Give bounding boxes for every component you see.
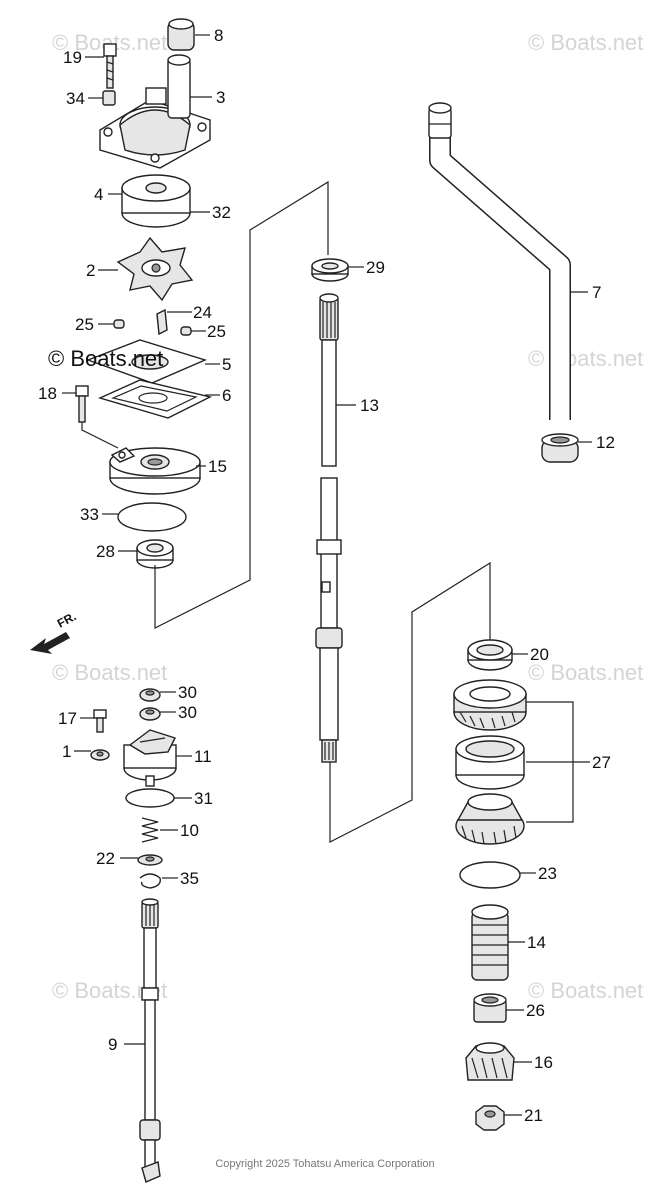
callout-28[interactable]: 28 [96,542,115,561]
part-27-bearing-race[interactable] [455,735,525,790]
part-16-pinion-gear[interactable] [465,1042,515,1081]
driveshaft-parts: 29 13 [311,258,385,763]
callout-33[interactable]: 33 [80,505,99,524]
callout-32[interactable]: 32 [212,203,231,222]
callout-25-left[interactable]: 25 [75,315,94,334]
part-26-needle-bearing[interactable] [473,993,507,1023]
watermark-text: © Boats.net [52,660,167,685]
part-31-o-ring[interactable] [125,788,175,808]
callout-11[interactable]: 11 [194,747,212,766]
callout-9[interactable]: 9 [108,1035,117,1054]
callout-5[interactable]: 5 [222,355,231,374]
callout-13[interactable]: 13 [360,396,379,415]
watermark-text: © Boats.net [528,660,643,685]
assembly-guide-upper [154,180,329,629]
part-1-washer[interactable] [90,749,110,761]
callout-19[interactable]: 19 [63,48,82,67]
part-12-grommet[interactable] [541,433,579,463]
part-10-spring[interactable] [141,817,159,843]
part-33-o-ring[interactable] [117,502,187,532]
part-5-wear-plate[interactable] [85,339,208,384]
callout-27-bracket [526,701,574,823]
callout-24[interactable]: 24 [193,303,212,322]
part-3-pump-case[interactable] [99,54,211,169]
callout-27[interactable]: 27 [592,753,611,772]
callout-25-right[interactable]: 25 [207,322,226,341]
part-34-collar[interactable] [102,90,116,106]
part-19-bolt[interactable] [103,43,117,89]
part-15-pump-housing[interactable] [109,447,201,495]
callout-35[interactable]: 35 [180,869,199,888]
part-20-bearing[interactable] [467,639,513,671]
part-27-upper-gear[interactable] [453,679,527,731]
part-11-shift-housing[interactable] [123,729,177,787]
callout-21[interactable]: 21 [524,1106,543,1125]
part-18-bolt[interactable] [75,385,89,423]
watermark-text: © Boats.net [528,30,643,55]
callout-23[interactable]: 23 [538,864,557,883]
part-30-nut-upper[interactable] [139,688,161,702]
callout-16[interactable]: 16 [534,1053,553,1072]
part-17-screw[interactable] [93,709,107,733]
callout-1[interactable]: 1 [62,742,71,761]
part-9-shift-rod[interactable] [139,898,161,1183]
part-29-oil-seal[interactable] [311,258,349,282]
watermark-text: © Boats.net [528,978,643,1003]
part-25-pin-left[interactable] [113,319,125,329]
watermark-main: © Boats.net [48,346,163,371]
callout-14[interactable]: 14 [527,933,546,952]
watermark-text: © Boats.net [528,346,643,371]
part-23-shim[interactable] [459,861,521,889]
part-14-sleeve[interactable] [471,904,509,981]
assembly-guide-lower [329,561,491,843]
callout-17[interactable]: 17 [58,709,77,728]
callout-8[interactable]: 8 [214,26,223,45]
part-13-drive-shaft[interactable] [315,293,343,763]
callout-22[interactable]: 22 [96,849,115,868]
front-label: FR. [55,609,79,630]
part-24-key[interactable] [156,308,168,336]
shift-rod-parts: 30 30 17 1 11 [58,683,213,1183]
callout-29[interactable]: 29 [366,258,385,277]
part-30-nut-lower[interactable] [139,707,161,721]
gear-parts: 20 27 23 [453,639,611,1131]
callout-30-lower[interactable]: 30 [178,703,197,722]
callout-3[interactable]: 3 [216,88,225,107]
callout-6[interactable]: 6 [222,386,231,405]
callout-20[interactable]: 20 [530,645,549,664]
callout-12[interactable]: 12 [596,433,615,452]
callout-10[interactable]: 10 [180,821,199,840]
front-arrow: FR. [30,609,78,654]
copyright-text: Copyright 2025 Tohatsu America Corporati… [215,1158,434,1170]
water-tube-parts: 7 12 [428,102,615,463]
callout-2[interactable]: 2 [86,261,95,280]
part-6-gasket[interactable] [97,379,213,419]
callout-26[interactable]: 26 [526,1001,545,1020]
callout-34[interactable]: 34 [66,89,85,108]
pump-parts: 8 19 34 3 [38,18,231,569]
part-21-nut[interactable] [475,1105,505,1131]
part-4-impeller-liner[interactable] [121,174,191,228]
part-35-clip[interactable] [139,873,161,889]
part-27-lower-gear[interactable] [455,793,525,845]
part-7-water-tube[interactable] [428,102,571,420]
callout-4[interactable]: 4 [94,185,103,204]
callout-30-upper[interactable]: 30 [178,683,197,702]
part-25-pin-right[interactable] [180,326,192,336]
callout-15[interactable]: 15 [208,457,227,476]
part-2-impeller[interactable] [116,236,194,302]
callout-31[interactable]: 31 [194,789,213,808]
callout-18[interactable]: 18 [38,384,57,403]
part-8-grommet[interactable] [167,18,195,51]
part-28-seal[interactable] [136,539,174,569]
part-22-washer[interactable] [137,854,163,866]
callout-7[interactable]: 7 [592,283,601,302]
